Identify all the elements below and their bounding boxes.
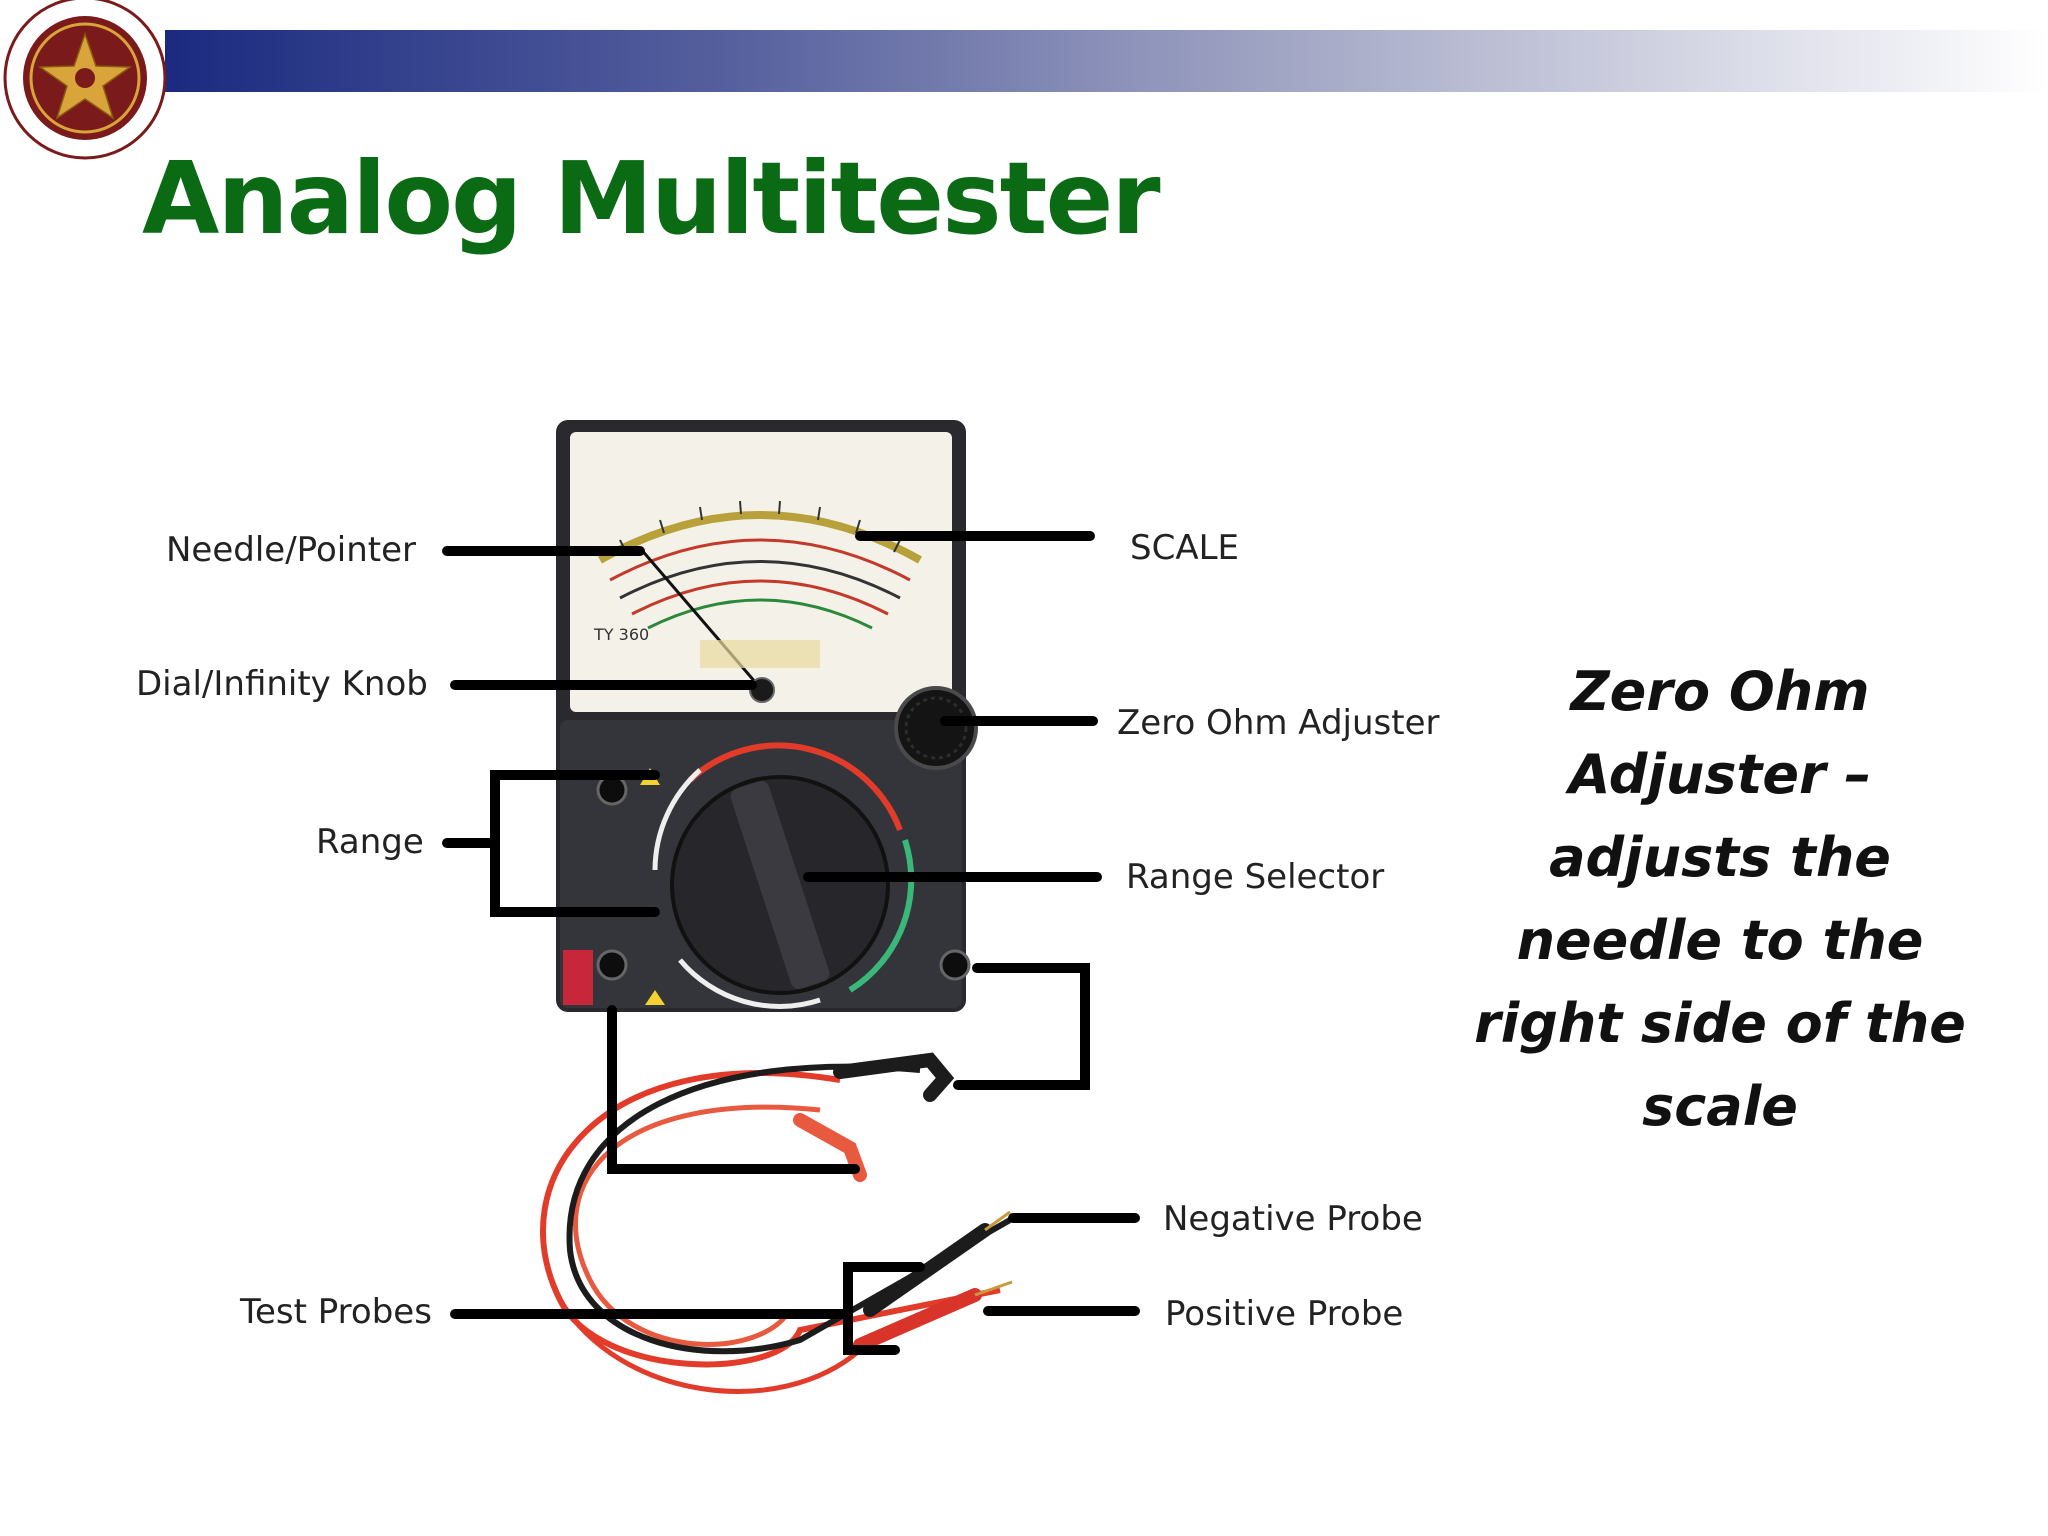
range-arc-red: [687, 742, 903, 832]
red-probe-body: [853, 1288, 982, 1352]
output-jack: [596, 774, 628, 806]
com-jack: [939, 949, 971, 981]
scale-arc-4: [631, 579, 889, 616]
label-dial-infinity-knob: Dial/Infinity Knob: [136, 664, 428, 704]
label-range-selector: Range Selector: [1126, 857, 1385, 897]
red-cable: [540, 1070, 1001, 1368]
red-label-block: [563, 950, 593, 1005]
zero-ohm-adjuster-description: Zero Ohm Adjuster – adjusts the needle t…: [1474, 660, 1966, 1138]
black-probe-body: [863, 1223, 992, 1317]
red-cable-lower: [557, 1298, 862, 1394]
label-needle-pointer: Needle/Pointer: [166, 530, 416, 570]
multitester-device: TY 360: [556, 420, 978, 1012]
slide-title: Analog Multitester: [142, 140, 1161, 257]
selector-pointer-bar: [730, 781, 830, 989]
label-scale: SCALE: [1130, 528, 1240, 568]
negative-jack: [596, 949, 628, 981]
label-zero-ohm-adjuster: Zero Ohm Adjuster: [1117, 703, 1440, 743]
range-arc-green: [848, 839, 915, 993]
black-plug: [833, 1052, 955, 1102]
meter-model-text: TY 360: [593, 625, 649, 644]
university-seal-logo: [3, 0, 167, 160]
label-negative-probe: Negative Probe: [1163, 1199, 1423, 1239]
leader-negative-jack: [607, 1005, 860, 1174]
zero-ohm-adjuster-knob: [894, 686, 978, 770]
leader-probes-bracket: [843, 1262, 925, 1355]
black-probe-tip: [984, 1210, 1011, 1232]
scale-arc-3: [619, 560, 901, 600]
scale-arc-2: [609, 538, 911, 582]
label-range: Range: [316, 822, 424, 862]
leader-com-bracket: [953, 963, 1090, 1090]
warning-triangle-2: [645, 990, 665, 1005]
mirror-strip: [700, 640, 820, 668]
label-positive-probe: Positive Probe: [1165, 1294, 1404, 1334]
scale-ticks: [619, 500, 901, 553]
black-cable: [566, 1063, 1012, 1355]
label-test-probes: Test Probes: [240, 1292, 432, 1332]
header-gradient-bar: [165, 30, 2048, 92]
red-probe-tip: [974, 1280, 1013, 1297]
callout-lines: [442, 531, 1140, 1355]
meter-window: [570, 432, 952, 712]
scale-arc-5: [647, 598, 873, 630]
red-cable-loop: [573, 1104, 821, 1347]
range-arc-white: [652, 768, 702, 871]
range-arc-white-2: [678, 958, 821, 1009]
